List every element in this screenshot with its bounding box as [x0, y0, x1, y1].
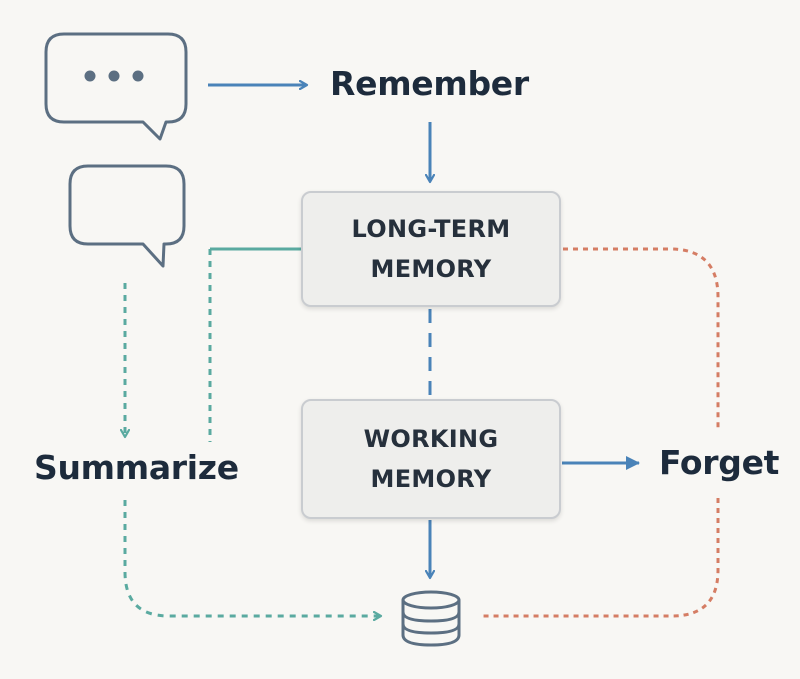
forget-loop-connector — [563, 247, 720, 430]
long-term-memory-box: LONG-TERM MEMORY — [301, 191, 561, 307]
chat-bubble-icon — [68, 164, 186, 268]
long-term-memory-line2: MEMORY — [370, 255, 492, 283]
database-icon — [401, 590, 461, 647]
forget-label: Forget — [659, 443, 780, 482]
working-memory-line2: MEMORY — [370, 465, 492, 493]
working-memory-box: WORKING MEMORY — [301, 399, 561, 519]
long-term-memory-line1: LONG-TERM — [351, 215, 511, 243]
remember-label: Remember — [330, 64, 529, 103]
chat-bubble-typing-icon — [44, 32, 188, 141]
working-memory-line1: WORKING — [363, 425, 499, 453]
summarize-label: Summarize — [34, 448, 239, 487]
forget-to-database-connector — [482, 498, 720, 618]
arrow-summarize-to-database — [123, 500, 380, 616]
